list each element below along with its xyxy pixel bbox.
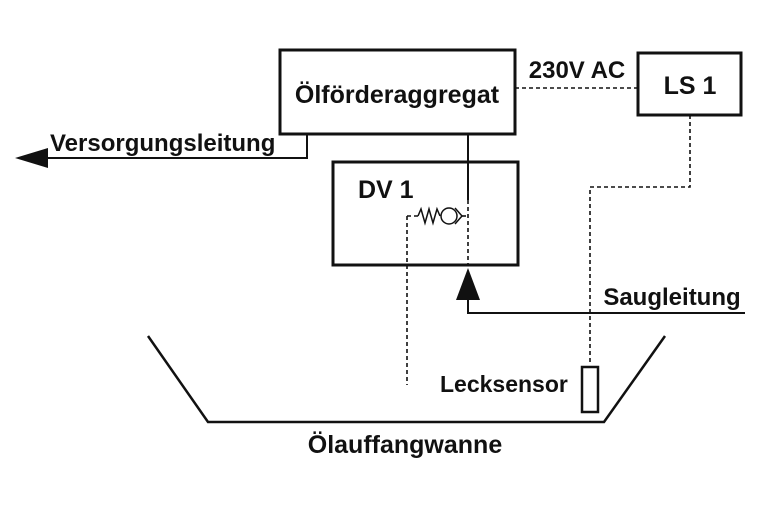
supply-line: [38, 134, 308, 159]
suction-arrow-icon: [456, 268, 480, 300]
ls1-label: LS 1: [664, 72, 717, 100]
voltage-label: 230V AC: [529, 57, 626, 84]
suction-line: [467, 300, 745, 314]
leak-sensor: [580, 365, 600, 414]
drip-tray: [146, 335, 667, 424]
leak-sensor-label: Lecksensor: [440, 371, 568, 397]
pump-unit-box: [278, 48, 517, 136]
suction-line-label: Saugleitung: [603, 284, 740, 311]
pressure-valve-icon: [406, 206, 468, 385]
sensor-signal-line: [589, 115, 691, 362]
pump-unit-label: Ölförderaggregat: [295, 80, 500, 109]
supply-line-label: Versorgungsleitung: [50, 130, 275, 157]
drip-tray-label: Ölauffangwanne: [308, 430, 503, 459]
dv1-label: DV 1: [358, 176, 414, 204]
supply-arrow-icon: [15, 148, 48, 168]
dv1-box: [331, 160, 520, 267]
